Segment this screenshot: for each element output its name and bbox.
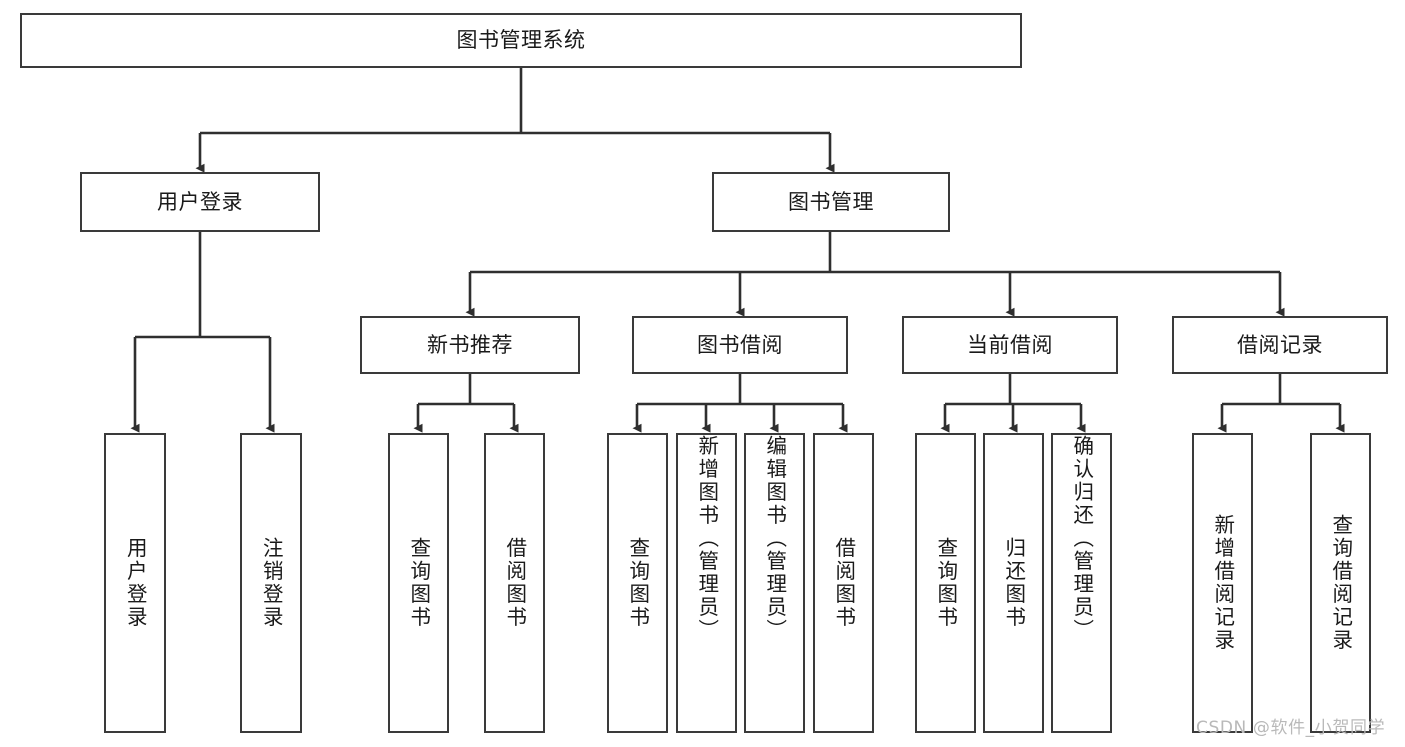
node-new-book-recommend[interactable]: 新书推荐 [360, 316, 580, 374]
leaf-add-borrow-record[interactable]: 新增借阅记录 [1192, 433, 1253, 733]
node-label: 新增图书（管理员） [694, 435, 719, 642]
node-label: 借阅图书 [502, 537, 527, 629]
node-label: 用户登录 [123, 537, 148, 629]
node-label: 新增借阅记录 [1210, 514, 1235, 652]
leaf-borrow-book[interactable]: 借阅图书 [813, 433, 874, 733]
leaf-query-book-current[interactable]: 查询图书 [915, 433, 976, 733]
leaf-confirm-return-admin[interactable]: 确认归还（管理员） [1051, 433, 1112, 733]
node-current-borrow[interactable]: 当前借阅 [902, 316, 1118, 374]
node-label: 查询图书 [625, 537, 650, 629]
node-label: 查询图书 [933, 537, 958, 629]
node-book-management[interactable]: 图书管理 [712, 172, 950, 232]
node-label: 图书借阅 [697, 332, 783, 357]
node-borrow-record[interactable]: 借阅记录 [1172, 316, 1388, 374]
leaf-logout[interactable]: 注销登录 [240, 433, 302, 733]
node-label: 图书管理 [788, 189, 874, 214]
leaf-query-book-borrow[interactable]: 查询图书 [607, 433, 668, 733]
leaf-query-book-newbook[interactable]: 查询图书 [388, 433, 449, 733]
leaf-borrow-book-newbook[interactable]: 借阅图书 [484, 433, 545, 733]
leaf-add-book-admin[interactable]: 新增图书（管理员） [676, 433, 737, 733]
leaf-query-borrow-record[interactable]: 查询借阅记录 [1310, 433, 1371, 733]
leaf-user-login[interactable]: 用户登录 [104, 433, 166, 733]
node-label: 图书管理系统 [456, 28, 586, 53]
node-user-login[interactable]: 用户登录 [80, 172, 320, 232]
node-book-borrow[interactable]: 图书借阅 [632, 316, 848, 374]
node-label: 注销登录 [259, 537, 284, 629]
node-label: 借阅记录 [1237, 332, 1323, 357]
node-label: 当前借阅 [967, 332, 1053, 357]
node-label: 借阅图书 [831, 537, 856, 629]
node-root-system[interactable]: 图书管理系统 [20, 13, 1022, 68]
node-label: 归还图书 [1001, 537, 1026, 629]
node-label: 查询图书 [406, 537, 431, 629]
node-label: 新书推荐 [427, 332, 513, 357]
node-label: 用户登录 [157, 189, 243, 214]
leaf-return-book[interactable]: 归还图书 [983, 433, 1044, 733]
node-label: 确认归还（管理员） [1069, 435, 1094, 642]
node-label: 查询借阅记录 [1328, 514, 1353, 652]
csdn-watermark: CSDN @软件_小贺同学 [1196, 718, 1386, 738]
leaf-edit-book-admin[interactable]: 编辑图书（管理员） [744, 433, 805, 733]
node-label: 编辑图书（管理员） [762, 435, 787, 642]
